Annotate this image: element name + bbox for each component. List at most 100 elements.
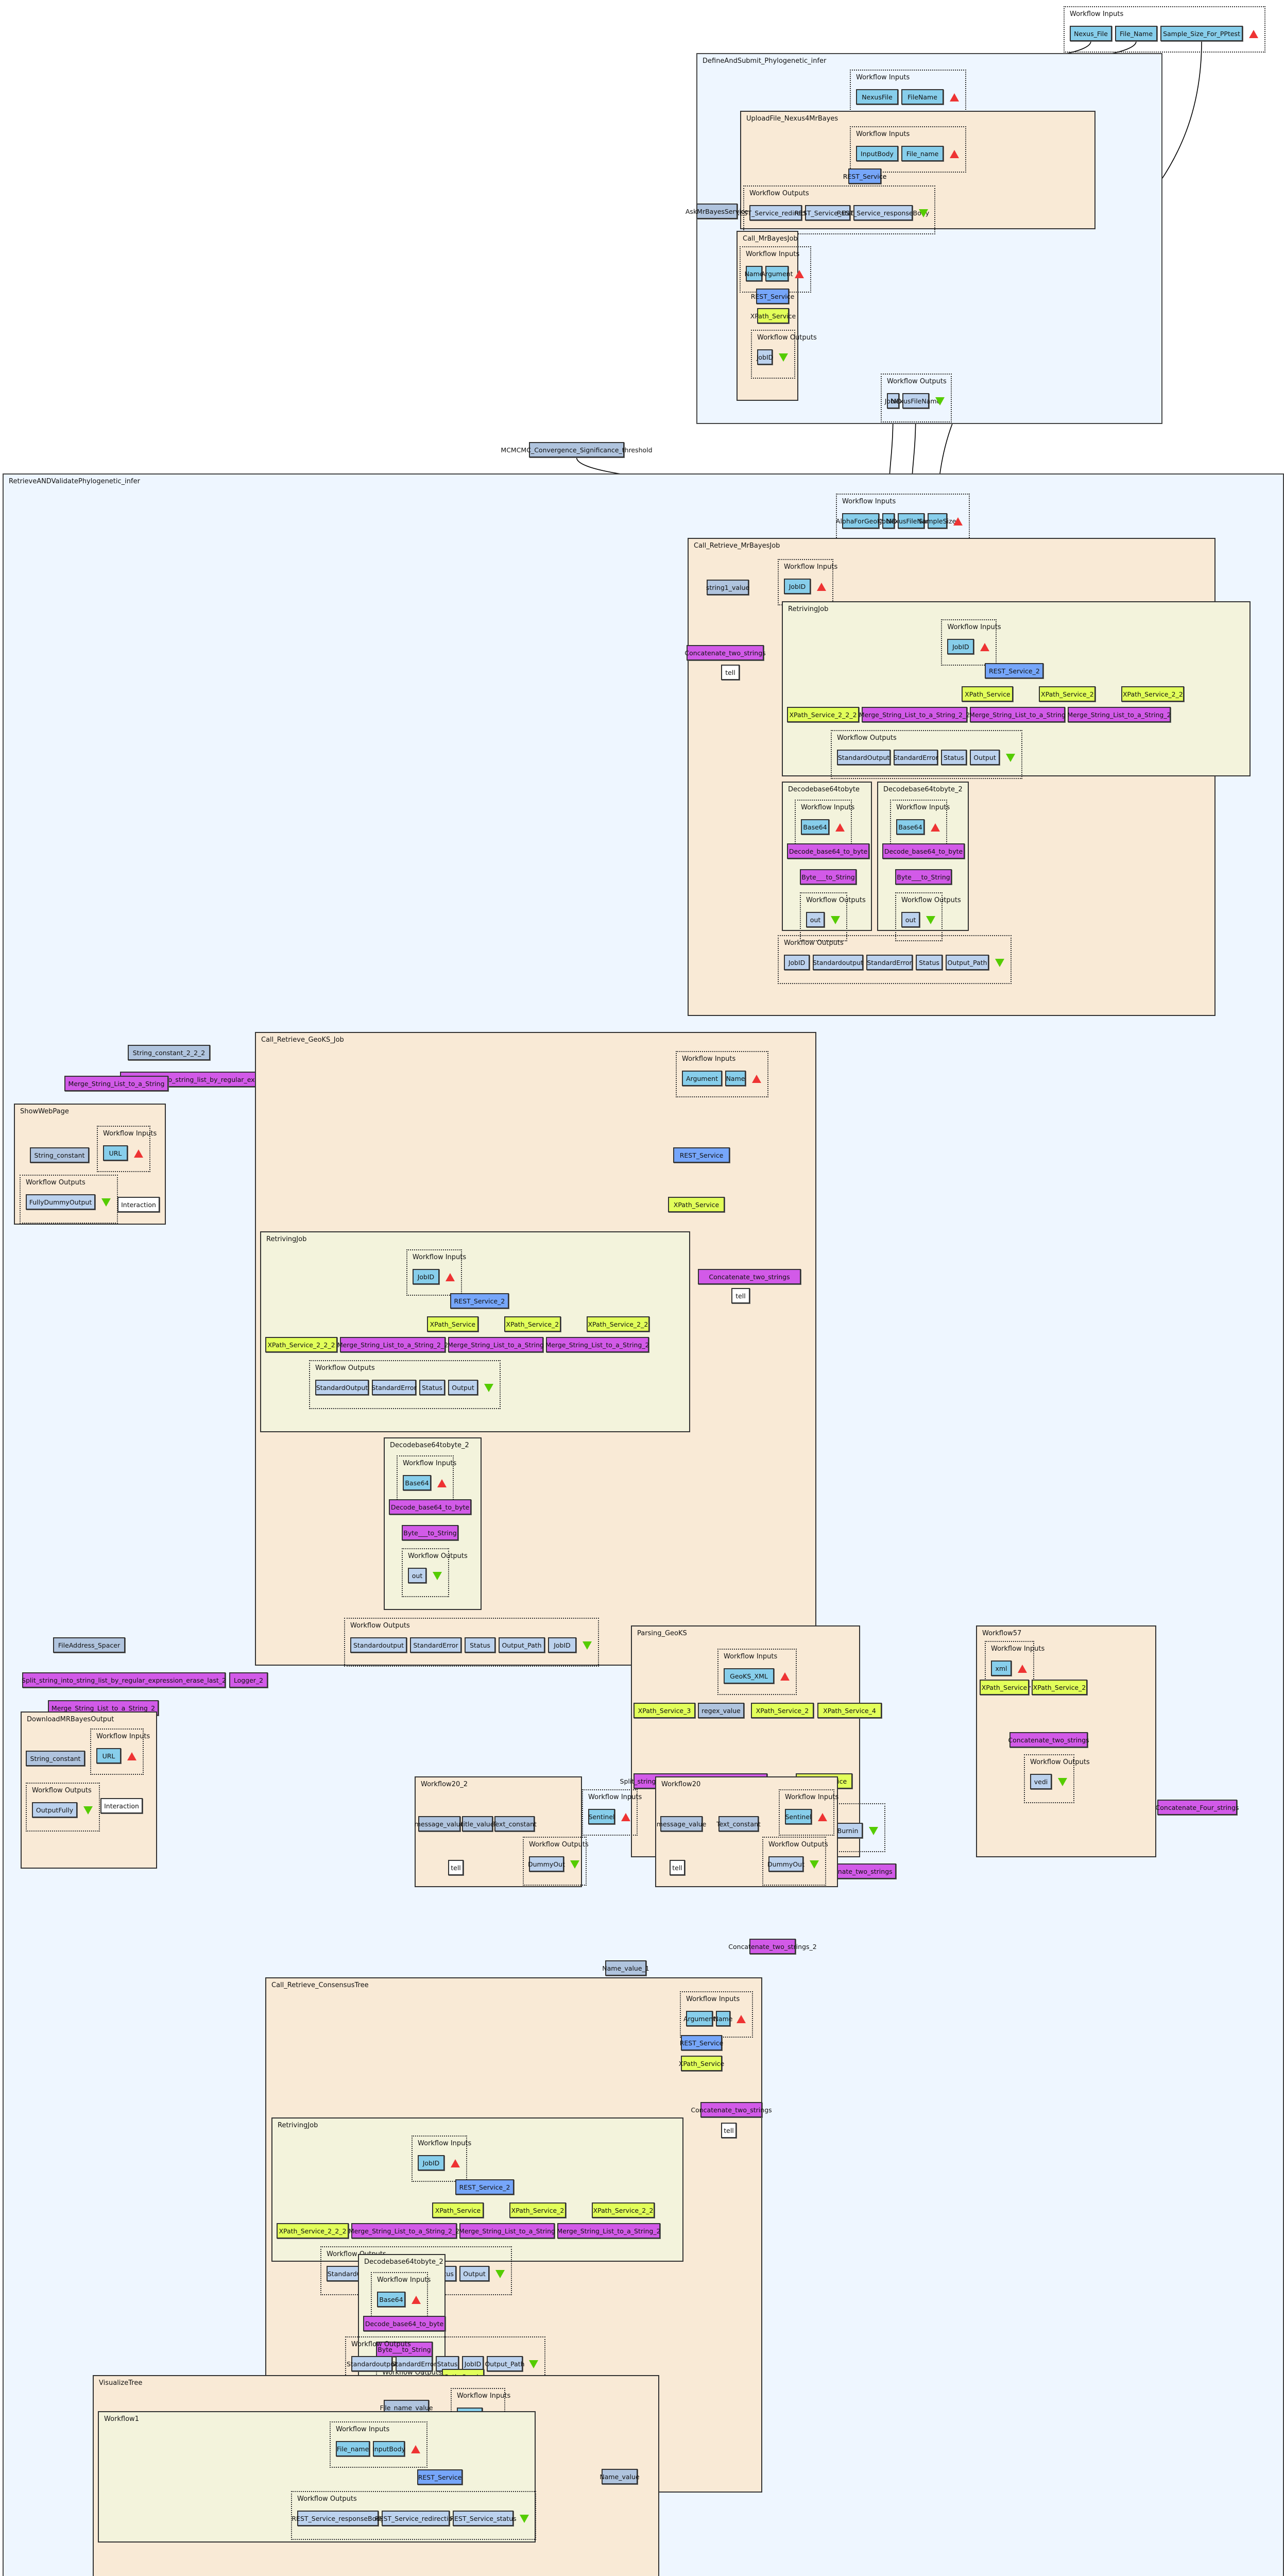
output-node-jobid[interactable]: JobID [784, 955, 810, 970]
output-node-standardoutput[interactable]: Standardoutput [350, 1637, 407, 1653]
xpath-node-xpath-service-2[interactable]: XPath_Service_2 [504, 1316, 561, 1332]
local-node-split-string-into-string-list-by-regular-expression-erase-last-2[interactable]: Split_string_into_string_list_by_regular… [22, 1672, 226, 1688]
local-node-concatenate-two-strings[interactable]: Concatenate_two_strings [698, 1269, 801, 1284]
output-node-output-path[interactable]: Output_Path [499, 1637, 545, 1653]
output-node-standarderror[interactable]: StandardError [893, 750, 938, 765]
input-node-geoks-xml[interactable]: GeoKS_XML [724, 1668, 774, 1684]
output-node-status[interactable]: Status [916, 955, 943, 970]
input-node-base64[interactable]: Base64 [896, 819, 925, 835]
input-node-file-name[interactable]: File_name [901, 146, 944, 161]
tell-node-interaction[interactable]: Interaction [100, 1798, 143, 1814]
local-node-merge-string-list-to-a-string[interactable]: Merge_String_List_to_a_String [459, 2223, 555, 2239]
local-node-merge-string-list-to-a-string-2[interactable]: Merge_String_List_to_a_String_2 [545, 1337, 649, 1352]
xpath-node-xpath-service[interactable]: XPath_Service [980, 1680, 1029, 1695]
output-node-status[interactable]: Status [941, 750, 967, 765]
xpath-node-xpath-service[interactable]: XPath_Service [962, 686, 1014, 702]
input-node-inputbody[interactable]: InputBody [372, 2441, 405, 2456]
const-node-regex-value[interactable]: regex_value [698, 1703, 744, 1718]
local-node-concatenate-two-strings[interactable]: Concatenate_two_strings [1008, 1732, 1089, 1748]
const-node-title-value[interactable]: title_value [461, 1816, 494, 1832]
const-node-name-value-1[interactable]: Name_value_1 [602, 1960, 649, 1976]
rest-node-rest-service[interactable]: REST_Service [843, 168, 886, 184]
const-node-message-value[interactable]: message_value [415, 1816, 464, 1832]
input-node-jobid[interactable]: JobID [947, 639, 974, 654]
input-node-base64[interactable]: Base64 [403, 1475, 431, 1490]
output-node-status[interactable]: Status [419, 1380, 445, 1395]
output-node-rest-service-status[interactable]: REST_Service_status [794, 205, 861, 221]
output-node-rest-service-responsebody[interactable]: REST_Service_responseBody [292, 2511, 384, 2526]
input-node-base64[interactable]: Base64 [801, 819, 829, 835]
tell-node-tell[interactable]: tell [721, 665, 740, 680]
local-node-merge-string-list-to-a-string-2[interactable]: Merge_String_List_to_a_String_2 [1067, 707, 1171, 722]
input-node-inputbody[interactable]: InputBody [856, 146, 898, 161]
output-node-outputfully[interactable]: OutputFully [32, 1802, 77, 1818]
input-node-name[interactable]: Name [745, 266, 763, 281]
xpath-node-xpath-service-3[interactable]: XPath_Service_3 [634, 1703, 695, 1718]
output-node-standardoutput[interactable]: StandardOutput [837, 750, 891, 765]
rest-node-rest-service-2[interactable]: REST_Service_2 [450, 1293, 509, 1309]
xpath-node-xpath-service[interactable]: XPath_Service [432, 2202, 484, 2218]
output-node-output-path[interactable]: Output_Path [946, 955, 989, 970]
input-node-sample-size-for-pptest[interactable]: Sample_Size_For_PPtest [1160, 26, 1243, 41]
local-node-byte-to-string[interactable]: Byte___to_String [402, 1525, 458, 1540]
local-node-concatenate-four-strings[interactable]: Concatenate_Four_strings [1156, 1800, 1239, 1815]
input-node-nexus-file[interactable]: Nexus_File [1070, 26, 1112, 41]
const-node-string-constant-2-2-2[interactable]: String_constant_2_2_2 [128, 1045, 210, 1060]
rest-node-rest-service[interactable]: REST_Service [680, 2035, 723, 2050]
output-node-standarderror[interactable]: StandardError [391, 2356, 437, 2371]
xpath-node-xpath-service-2[interactable]: XPath_Service_2 [509, 2202, 566, 2218]
input-node-xml[interactable]: xml [991, 1660, 1012, 1676]
const-node-string-constant[interactable]: String_constant [26, 1751, 85, 1766]
xpath-node-xpath-service[interactable]: XPath_Service [668, 1197, 725, 1212]
local-node-concatenate-two-strings[interactable]: Concatenate_two_strings [691, 2102, 772, 2117]
output-node-out[interactable]: out [901, 912, 920, 927]
local-node-concatenate-two-strings[interactable]: Concatenate_two_strings [684, 645, 766, 660]
local-node-concatenate-two-strings-2[interactable]: Concatenate_two_strings_2 [728, 1939, 817, 1954]
local-node-decode-base64-to-byte[interactable]: Decode_base64_to_byte [882, 843, 965, 859]
output-node-nexusfilename[interactable]: NexusFileName [891, 393, 940, 409]
output-node-vedi[interactable]: vedi [1030, 1774, 1052, 1789]
xpath-node-xpath-service[interactable]: XPath_Service [679, 2056, 724, 2071]
local-node-merge-string-list-to-a-string-2-2[interactable]: Merge_String_List_to_a_String_2_2 [349, 2223, 459, 2239]
local-node-decode-base64-to-byte[interactable]: Decode_base64_to_byte [389, 1499, 471, 1515]
input-node-sentinel[interactable]: Sentinel [785, 1809, 812, 1824]
input-node-samplesize[interactable]: SampleSize [919, 513, 956, 529]
xpath-node-xpath-service-2-2[interactable]: XPath_Service_2_2 [1121, 686, 1185, 702]
output-node-standardoutput[interactable]: Standardoutput [813, 955, 863, 970]
local-node-merge-string-list-to-a-string[interactable]: Merge_String_List_to_a_String [448, 1337, 544, 1352]
output-node-out[interactable]: out [408, 1568, 426, 1583]
output-node-jobid[interactable]: JobID [757, 349, 773, 365]
const-node-text-constant[interactable]: Text_constant [492, 1816, 537, 1832]
output-node-rest-service-redirection[interactable]: REST_Service_redirection [375, 2511, 456, 2526]
xpath-node-xpath-service[interactable]: XPath_Service [426, 1316, 478, 1332]
local-node-byte-to-string[interactable]: Byte___to_String [376, 2342, 433, 2357]
output-node-standarderror[interactable]: StandardError [371, 1380, 417, 1395]
input-node-jobid[interactable]: JobID [418, 2155, 444, 2171]
input-node-nexusfile[interactable]: NexusFile [856, 89, 898, 105]
const-node-name-value[interactable]: Name_value [600, 2469, 640, 2484]
tell-node-tell[interactable]: tell [721, 2123, 737, 2138]
local-node-decode-base64-to-byte[interactable]: Decode_base64_to_byte [363, 2316, 446, 2331]
input-node-jobid[interactable]: JobID [412, 1269, 439, 1284]
output-node-output[interactable]: Output [970, 750, 1000, 765]
xpath-node-xpath-service-2[interactable]: XPath_Service_2 [1032, 1680, 1087, 1695]
input-node-argument[interactable]: Argument [683, 2011, 715, 2026]
input-node-name[interactable]: Name [714, 2011, 732, 2026]
input-node-argument[interactable]: Argument [761, 266, 793, 281]
xpath-node-xpath-service-2-2-2[interactable]: XPath_Service_2_2_2 [277, 2223, 349, 2239]
output-node-standardoutput[interactable]: Standardoutput [347, 2356, 397, 2371]
local-node-merge-string-list-to-a-string-2-2[interactable]: Merge_String_List_to_a_String_2_2 [859, 707, 970, 722]
output-node-out[interactable]: out [806, 912, 825, 927]
xpath-node-xpath-service-2[interactable]: XPath_Service_2 [751, 1703, 814, 1718]
input-node-file-name[interactable]: File_Name [1115, 26, 1157, 41]
input-node-nexusfilename[interactable]: NexusFileName [886, 513, 936, 529]
xpath-node-xpath-service-4[interactable]: XPath_Service_4 [817, 1703, 882, 1718]
xpath-node-xpath-service-2-2[interactable]: XPath_Service_2_2 [586, 1316, 649, 1332]
output-node-dummyout[interactable]: DummyOut [767, 1856, 804, 1872]
rest-node-rest-service-2[interactable]: REST_Service_2 [455, 2179, 514, 2195]
const-node-askmrbayesservice[interactable]: AskMrBayesService [686, 204, 748, 219]
rest-node-rest-service[interactable]: REST_Service [673, 1147, 730, 1163]
local-node-merge-string-list-to-a-string[interactable]: Merge_String_List_to_a_String [969, 707, 1066, 722]
output-node-fullydummyoutput[interactable]: FullyDummyOutput [26, 1194, 95, 1210]
input-node-file-name[interactable]: File_name [336, 2441, 370, 2456]
